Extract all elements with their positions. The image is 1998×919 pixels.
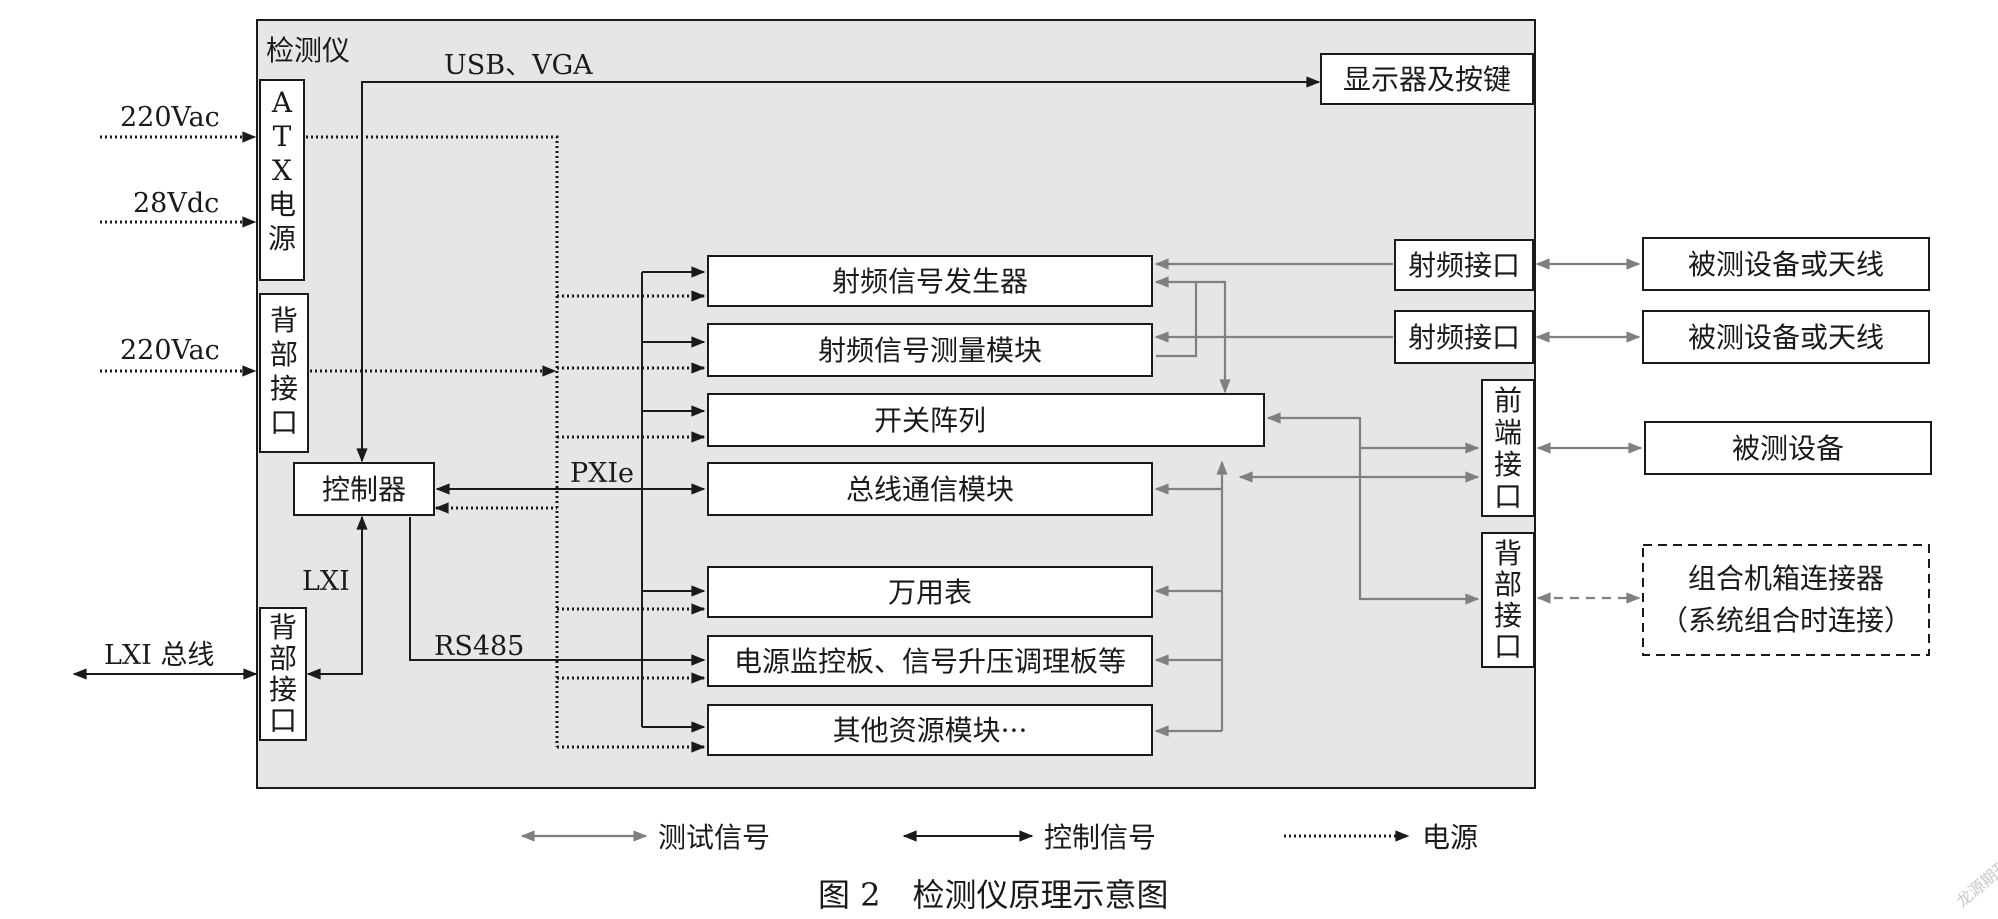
svg-text:部: 部 [270,338,298,371]
dut-antenna-1-box: 被测设备或天线 [1642,237,1930,291]
rear-interface-right-box: 背 部 接 口 [1481,532,1535,668]
rf-measurement-box: 射频信号测量模块 [707,323,1153,377]
svg-text:（系统组合时连接）: （系统组合时连接） [1660,604,1912,637]
rf-generator-box: 射频信号发生器 [707,255,1153,307]
svg-text:端: 端 [1494,416,1522,449]
svg-text:A: A [271,86,293,119]
svg-text:背: 背 [1494,537,1522,570]
back-interface-bottom-box: 背 部 接 口 [259,607,307,741]
control-lines [72,76,1321,842]
rf-interface-1-box: 射频接口 [1394,239,1534,291]
svg-text:口: 口 [1494,480,1522,513]
legend-power: 电源 [1422,821,1478,854]
svg-text:被测设备或天线: 被测设备或天线 [1688,248,1884,281]
svg-text:开关阵列: 开关阵列 [874,404,986,437]
svg-text:总线通信模块: 总线通信模块 [846,473,1014,506]
lxi-label: LXI [302,566,350,597]
controller-box: 控制器 [293,462,435,516]
rf-interface-2-box: 射频接口 [1394,310,1534,364]
svg-text:显示器及按键: 显示器及按键 [1343,63,1511,96]
svg-text:部: 部 [1494,568,1522,601]
legend-control-signal: 控制信号 [1044,821,1156,854]
svg-text:口: 口 [270,406,298,439]
test-signal-lines [520,258,1643,842]
watermark: 龙源期刊网 [1952,845,1998,911]
figure-caption: 图 2 检测仪原理示意图 [818,876,1169,914]
ac-input-2-label: 220Vac [120,335,220,366]
front-interface-box: 前 端 接 口 [1481,379,1535,517]
dut-box: 被测设备 [1644,421,1932,475]
svg-text:接: 接 [1494,599,1522,632]
rs485-label: RS485 [434,631,524,662]
lxi-bus-label: LXI 总线 [104,640,214,671]
dc-input-label: 28Vdc [133,188,219,219]
ac-input-1-label: 220Vac [120,102,220,133]
svg-text:X: X [272,154,292,187]
legend: 测试信号 控制信号 电源 [658,821,1478,854]
svg-text:口: 口 [1494,630,1522,663]
svg-text:源: 源 [268,222,296,255]
switch-matrix-box: 开关阵列 [707,393,1265,447]
svg-text:口: 口 [269,704,297,737]
svg-text:T: T [273,120,292,153]
svg-text:射频信号测量模块: 射频信号测量模块 [818,334,1042,367]
svg-text:其他资源模块···: 其他资源模块··· [833,714,1028,747]
svg-text:射频接口: 射频接口 [1408,249,1520,282]
enclosure-title: 检测仪 [266,34,350,67]
svg-text:电源监控板、信号升压调理板等: 电源监控板、信号升压调理板等 [734,645,1126,678]
svg-text:被测设备: 被测设备 [1732,432,1844,465]
svg-text:背: 背 [269,611,297,644]
svg-text:接: 接 [270,372,298,405]
svg-text:组合机箱连接器: 组合机箱连接器 [1688,562,1884,595]
atx-power-box: A T X 电 源 [259,79,305,281]
combo-chassis-connector-box: 组合机箱连接器 （系统组合时连接） [1642,544,1930,656]
dut-antenna-2-box: 被测设备或天线 [1642,310,1930,364]
svg-text:电: 电 [268,188,296,221]
svg-text:被测设备或天线: 被测设备或天线 [1688,321,1884,354]
power-monitor-box: 电源监控板、信号升压调理板等 [707,635,1153,687]
usb-vga-label: USB、VGA [444,50,593,81]
svg-text:部: 部 [269,642,297,675]
svg-text:前: 前 [1494,384,1522,417]
display-box: 显示器及按键 [1320,53,1534,105]
pxie-label: PXIe [570,458,634,489]
svg-text:控制器: 控制器 [322,473,406,506]
svg-text:接: 接 [1494,448,1522,481]
bus-comm-box: 总线通信模块 [707,462,1153,516]
svg-text:接: 接 [269,673,297,706]
svg-text:背: 背 [270,304,298,337]
svg-text:射频信号发生器: 射频信号发生器 [832,265,1028,298]
legend-test-signal: 测试信号 [658,821,770,854]
svg-text:万用表: 万用表 [888,576,972,609]
other-resources-box: 其他资源模块··· [707,704,1153,756]
multimeter-box: 万用表 [707,566,1153,618]
back-interface-top-box: 背 部 接 口 [259,293,309,453]
svg-text:射频接口: 射频接口 [1408,321,1520,354]
